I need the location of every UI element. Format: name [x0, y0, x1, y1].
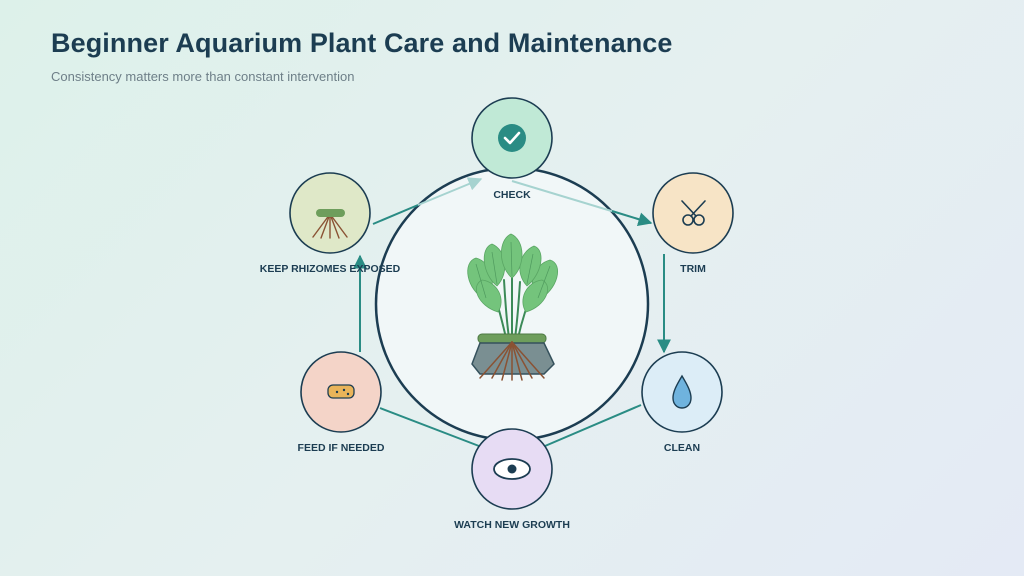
rhizome-icon — [312, 209, 348, 239]
step-label: TRIM — [680, 263, 706, 275]
page-subtitle: Consistency matters more than constant i… — [51, 69, 355, 84]
check-circle-icon — [498, 124, 526, 152]
cycle-step-keep-rhizomes-exposed: KEEP RHIZOMES EXPOSED — [260, 172, 401, 275]
page-title: Beginner Aquarium Plant Care and Mainten… — [51, 28, 673, 58]
step-label: CHECK — [493, 189, 531, 201]
cycle-step-watch-new-growth: WATCH NEW GROWTH — [454, 428, 570, 531]
root-tab-icon — [327, 384, 355, 399]
arrow-watch-to-feed — [379, 407, 480, 447]
step-label: CLEAN — [664, 442, 700, 454]
cycle-arrows — [353, 177, 671, 447]
water-drop-icon — [672, 374, 692, 409]
step-label: KEEP RHIZOMES EXPOSED — [260, 263, 401, 275]
eye-icon — [493, 458, 531, 480]
scissors-icon — [681, 200, 706, 226]
cycle-step-check: CHECK — [471, 97, 553, 201]
arrow-rhizomes-to-check — [372, 204, 419, 225]
arrow-clean-to-watch — [544, 404, 642, 447]
step-label: FEED IF NEEDED — [298, 442, 385, 454]
step-label: WATCH NEW GROWTH — [454, 519, 570, 531]
aquarium-plant-illustration — [467, 233, 559, 381]
cycle-step-trim: TRIM — [652, 172, 734, 275]
cycle-step-clean: CLEAN — [641, 351, 723, 454]
cycle-step-feed-if-needed: FEED IF NEEDED — [298, 351, 385, 454]
